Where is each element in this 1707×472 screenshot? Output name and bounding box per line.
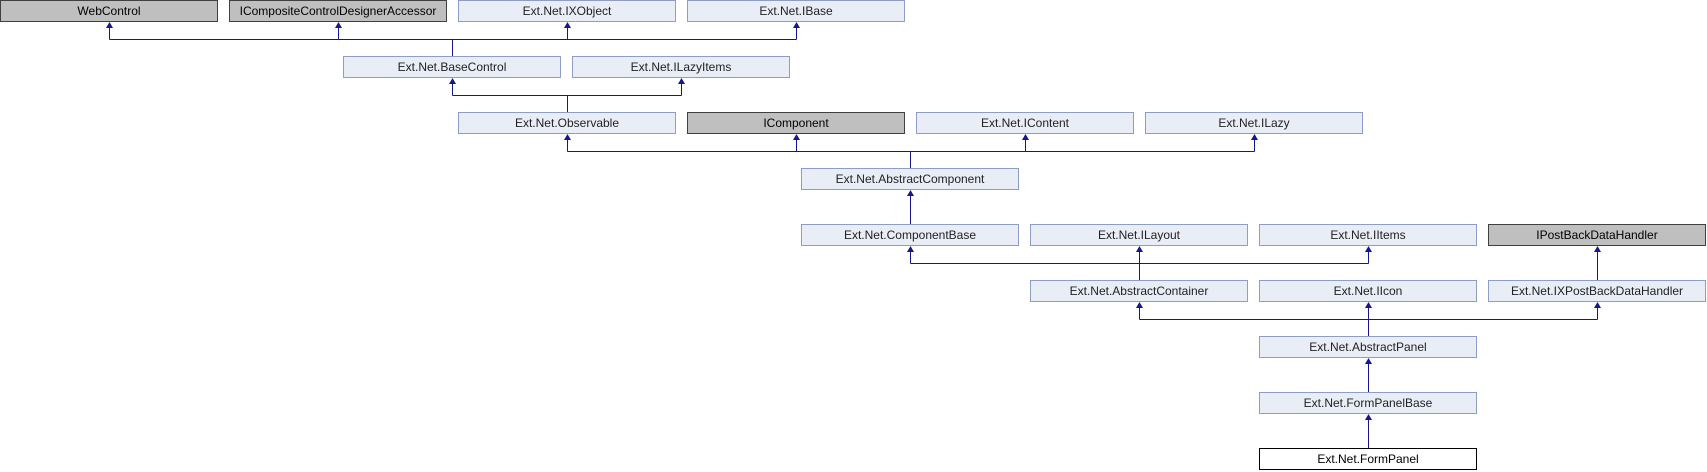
node-ilayout[interactable]: Ext.Net.ILayout bbox=[1030, 224, 1248, 246]
node-icontent[interactable]: Ext.Net.IContent bbox=[916, 112, 1134, 134]
arrowhead-abstractpanel-to-abstractcontainer bbox=[1136, 302, 1143, 308]
node-webcontrol: WebControl bbox=[0, 0, 218, 22]
node-icomponent: IComponent bbox=[687, 112, 905, 134]
arrowhead-observable-to-ilazyitems bbox=[678, 78, 685, 84]
arrowhead-abstractpanel-to-iicon bbox=[1365, 302, 1372, 308]
arrowhead-formpanel-to-formpanelbase bbox=[1365, 414, 1372, 420]
node-ixobject[interactable]: Ext.Net.IXObject bbox=[458, 0, 676, 22]
arrowhead-basecontrol-to-icompositecontroldesigneraccessor bbox=[335, 22, 342, 28]
node-icompositecontroldesigneraccessor: ICompositeControlDesignerAccessor bbox=[229, 0, 447, 22]
arrowhead-abstractcontainer-to-iitems bbox=[1365, 246, 1372, 252]
arrowhead-componentbase-to-abstractcomponent bbox=[907, 190, 914, 196]
node-ibase[interactable]: Ext.Net.IBase bbox=[687, 0, 905, 22]
node-componentbase[interactable]: Ext.Net.ComponentBase bbox=[801, 224, 1019, 246]
node-iitems[interactable]: Ext.Net.IItems bbox=[1259, 224, 1477, 246]
arrowhead-basecontrol-to-ibase bbox=[793, 22, 800, 28]
node-formpanelbase[interactable]: Ext.Net.FormPanelBase bbox=[1259, 392, 1477, 414]
arrowhead-observable-to-basecontrol bbox=[449, 78, 456, 84]
arrowhead-abstractcomponent-to-ilazy bbox=[1251, 134, 1258, 140]
node-abstractpanel[interactable]: Ext.Net.AbstractPanel bbox=[1259, 336, 1477, 358]
node-ipostbackdatahandler: IPostBackDataHandler bbox=[1488, 224, 1706, 246]
arrowhead-abstractcontainer-to-componentbase bbox=[907, 246, 914, 252]
node-observable[interactable]: Ext.Net.Observable bbox=[458, 112, 676, 134]
node-ixpostbackdatahandler[interactable]: Ext.Net.IXPostBackDataHandler bbox=[1488, 280, 1706, 302]
node-abstractcomponent[interactable]: Ext.Net.AbstractComponent bbox=[801, 168, 1019, 190]
node-ilazyitems[interactable]: Ext.Net.ILazyItems bbox=[572, 56, 790, 78]
node-ilazy[interactable]: Ext.Net.ILazy bbox=[1145, 112, 1363, 134]
arrowhead-abstractcomponent-to-icomponent bbox=[793, 134, 800, 140]
arrowhead-formpanelbase-to-abstractpanel bbox=[1365, 358, 1372, 364]
node-abstractcontainer[interactable]: Ext.Net.AbstractContainer bbox=[1030, 280, 1248, 302]
arrowhead-abstractcomponent-to-icontent bbox=[1022, 134, 1029, 140]
arrowhead-abstractcontainer-to-ilayout bbox=[1136, 246, 1143, 252]
arrowhead-basecontrol-to-ixobject bbox=[564, 22, 571, 28]
node-formpanel: Ext.Net.FormPanel bbox=[1259, 448, 1477, 470]
arrowhead-abstractpanel-to-ixpostbackdatahandler bbox=[1594, 302, 1601, 308]
node-iicon[interactable]: Ext.Net.IIcon bbox=[1259, 280, 1477, 302]
arrowhead-basecontrol-to-webcontrol bbox=[106, 22, 113, 28]
arrowhead-ixpostbackdatahandler-to-ipostbackdatahandler bbox=[1594, 246, 1601, 252]
arrowhead-abstractcomponent-to-observable bbox=[564, 134, 571, 140]
node-basecontrol[interactable]: Ext.Net.BaseControl bbox=[343, 56, 561, 78]
